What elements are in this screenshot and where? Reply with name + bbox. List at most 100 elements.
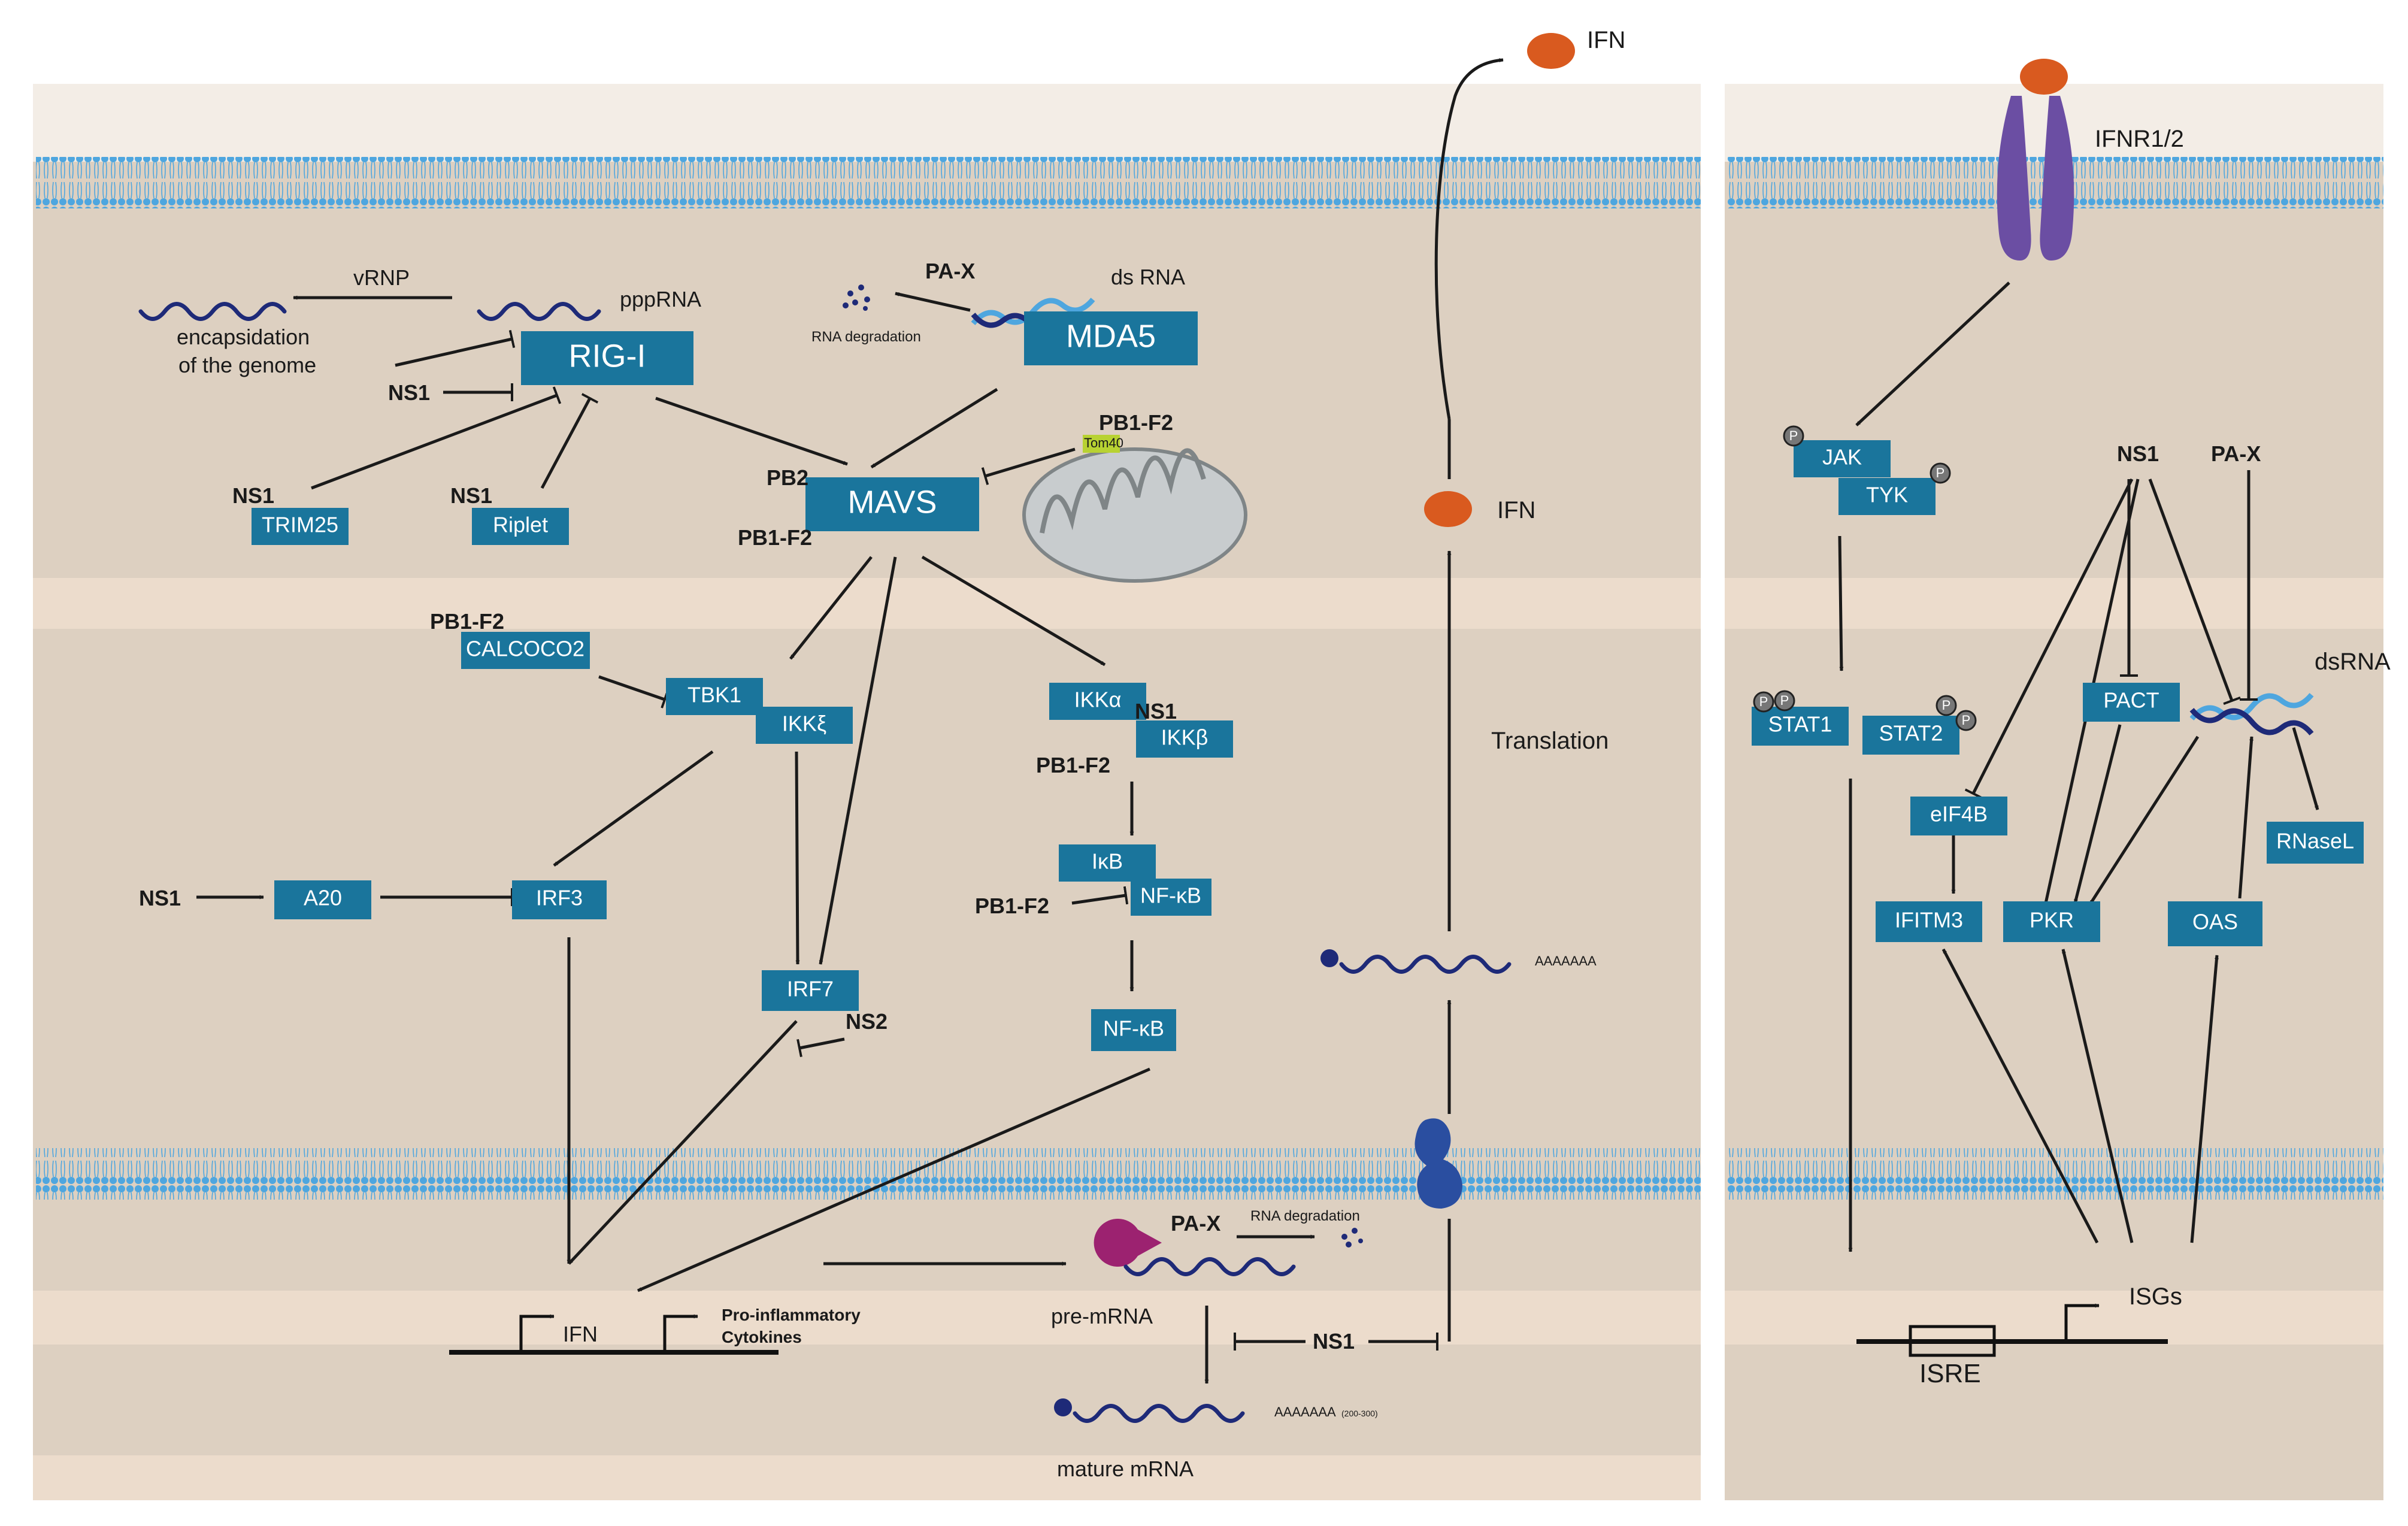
gene-isre [1856, 1303, 2168, 1357]
encapsidation-label-2: of the genome [178, 353, 316, 377]
phospho-markers: P P P P P P [1753, 425, 1977, 731]
pb1f2-calcoco2-label: PB1-F2 [430, 609, 504, 634]
ns1-riplet-label: NS1 [450, 483, 492, 508]
nfkb-complex-label: NF-κB [1140, 883, 1201, 908]
mda5-label: MDA5 [1066, 318, 1156, 354]
ns1-ikk-label: NS1 [1135, 699, 1177, 723]
node-tyk: TYK [1838, 478, 1936, 515]
encapsidation-label-1: encapsidation [177, 325, 310, 349]
gene-ifn-label: IFN [563, 1322, 598, 1346]
ifn-translated-icon [1424, 491, 1472, 527]
ppp-rna [477, 302, 601, 321]
nfkb-label: NF-κB [1103, 1016, 1164, 1041]
pb2-label: PB2 [767, 465, 808, 490]
node-stat1: STAT1 [1752, 707, 1849, 746]
poly-a-length-label: (200-300) [1341, 1409, 1378, 1418]
node-a20: A20 [274, 880, 371, 919]
phospho-tyk: P [1930, 462, 1951, 484]
pa-x-top-label: PA-X [925, 259, 975, 283]
ppp-rna-label: pppRNA [620, 287, 701, 311]
node-ikk-beta: IKKβ [1136, 720, 1233, 758]
pkr-label: PKR [2030, 908, 2074, 932]
ns1-trim25-label: NS1 [232, 483, 274, 508]
oas-label: OAS [2192, 910, 2238, 934]
node-pact: PACT [2083, 683, 2180, 722]
svg-text:P: P [1780, 693, 1789, 708]
arrows [196, 58, 2319, 1384]
pa-x-nuc-label: PA-X [1171, 1211, 1220, 1236]
node-stat2: STAT2 [1862, 716, 1959, 755]
ifitm3-label: IFITM3 [1895, 908, 1963, 932]
node-mda5: MDA5 [1024, 311, 1198, 365]
pact-label: PACT [2103, 688, 2159, 713]
ds-rna-right-label: dsRNA [2315, 649, 2391, 675]
phospho-stat1-a: P [1753, 691, 1774, 713]
node-trim25: TRIM25 [252, 508, 349, 545]
plasma-membrane-left [36, 157, 1701, 208]
ds-rna-label: ds RNA [1111, 265, 1185, 289]
node-rnasel: RNaseL [2267, 822, 2364, 864]
svg-text:P: P [1789, 428, 1798, 443]
tbk1-label: TBK1 [687, 683, 741, 707]
pre-mrna-label: pre-mRNA [1051, 1304, 1153, 1328]
mature-mrna-strand [1054, 1398, 1245, 1423]
mavs-label: MAVS [847, 484, 937, 520]
node-ikb: IκB [1059, 844, 1156, 882]
ifn-secreted-icon [1527, 33, 1575, 69]
gene-ifn-promoter [449, 1314, 779, 1355]
node-eif4b: eIF4B [1910, 797, 2007, 835]
node-ifitm3: IFITM3 [1876, 901, 1982, 942]
tom40-label: Tom40 [1084, 435, 1123, 450]
node-riplet: Riplet [472, 508, 569, 545]
svg-text:P: P [1962, 713, 1971, 728]
ns1-right-label: NS1 [2117, 441, 2159, 466]
ikk-beta-label: IKKβ [1161, 725, 1208, 750]
mrna-cytoplasm [1320, 949, 1512, 974]
a20-label: A20 [304, 886, 342, 910]
tom40-protein [1083, 435, 1120, 453]
gene-proinflammatory-label-1: Pro-inflammatory [722, 1306, 861, 1324]
node-pkr: PKR [2003, 901, 2100, 942]
node-ikk-alpha: IKKα [1049, 683, 1146, 720]
svg-text:P: P [1759, 694, 1768, 709]
ns1-a20-label: NS1 [139, 886, 181, 910]
nuclear-membrane-right [1728, 1148, 2383, 1200]
text-labels: vRNP pppRNA encapsidation of the genome … [139, 27, 2391, 1481]
ifn-translated-label: IFN [1497, 497, 1535, 523]
irf3-label: IRF3 [536, 886, 583, 910]
pb1f2-nfkb-label: PB1-F2 [975, 894, 1049, 918]
pa-x-enzyme-icon [1094, 1219, 1162, 1267]
rna-fragments-nuc [1341, 1228, 1363, 1248]
node-rig-i: RIG-I [521, 331, 693, 385]
node-irf7: IRF7 [762, 970, 859, 1011]
node-mavs: MAVS [805, 477, 979, 531]
pre-mrna-strand [1123, 1257, 1296, 1276]
node-nfkb-complex: NF-κB [1131, 879, 1211, 916]
pb1f2-ikk-label: PB1-F2 [1036, 753, 1110, 777]
node-ikk-xi: IKKξ [756, 707, 853, 744]
ds-rna-helix-right [2189, 693, 2314, 735]
riplet-label: Riplet [493, 513, 548, 537]
isgs-label: ISGs [2129, 1283, 2182, 1310]
node-oas: OAS [2168, 901, 2262, 946]
node-calcoco2: CALCOCO2 [461, 632, 590, 669]
phospho-stat2-b: P [1955, 710, 1977, 731]
ns1-rig-label: NS1 [388, 380, 430, 405]
node-irf3: IRF3 [512, 880, 607, 919]
ribosome-icon [1414, 1118, 1462, 1209]
ikk-alpha-label: IKKα [1074, 688, 1122, 712]
pb1f2-mito-label: PB1-F2 [1099, 410, 1173, 435]
node-jak: JAK [1794, 440, 1891, 477]
trim25-label: TRIM25 [262, 513, 338, 537]
translation-label: Translation [1491, 728, 1609, 754]
ikb-label: IκB [1092, 849, 1123, 874]
rna-degradation-nuc-label: RNA degradation [1250, 1208, 1360, 1224]
irf7-label: IRF7 [787, 977, 834, 1001]
svg-text:P: P [1942, 698, 1951, 713]
isre-label: ISRE [1919, 1359, 1981, 1388]
calcoco2-label: CALCOCO2 [466, 637, 584, 661]
mitochondrion [1022, 447, 1247, 583]
node-nfkb: NF-κB [1091, 1009, 1176, 1051]
stat1-label: STAT1 [1768, 712, 1832, 737]
